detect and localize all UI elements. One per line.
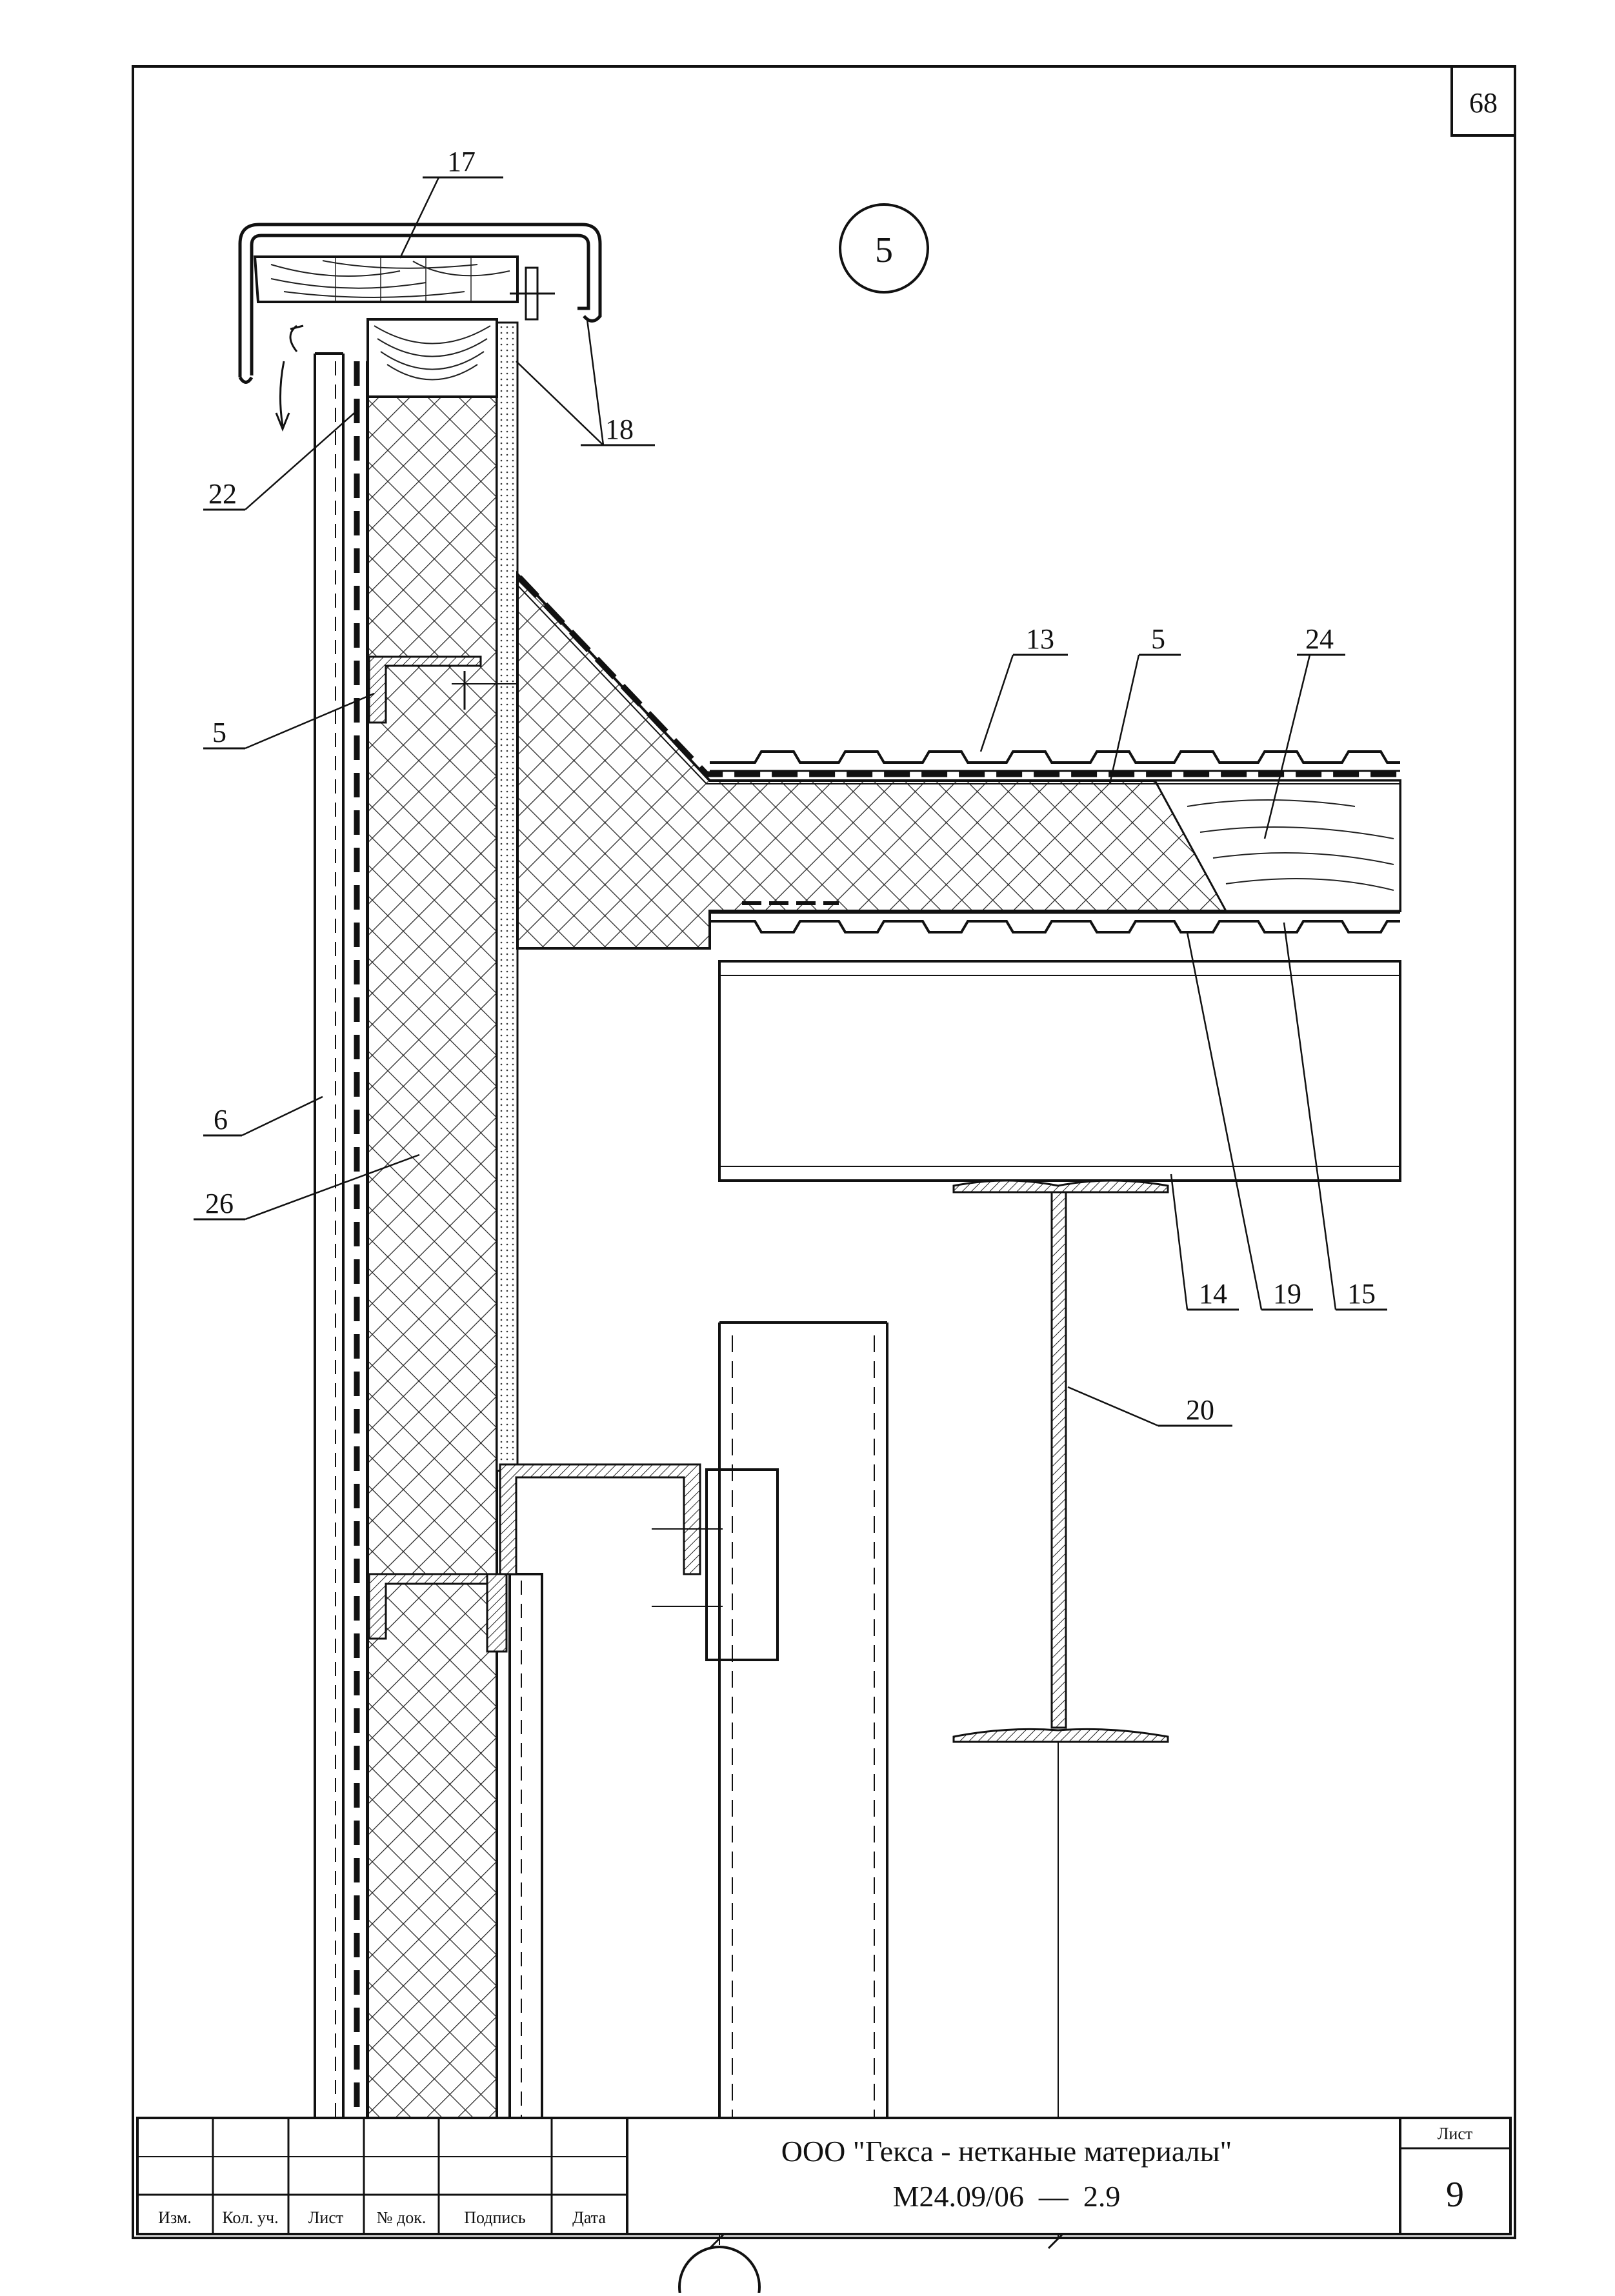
- callout-24: 24: [1263, 623, 1345, 839]
- col-list: Лист: [308, 2208, 343, 2227]
- svg-text:6: 6: [214, 1104, 228, 1135]
- callout-14: 14: [1170, 1173, 1239, 1311]
- page-number-box: 68: [1450, 65, 1516, 137]
- roof-insulation-wedge: [516, 570, 1401, 950]
- upper-corrugated-sheet: [710, 750, 1400, 772]
- outer-cladding-panel: [314, 352, 345, 2122]
- roof-timber-insert: [1153, 779, 1401, 912]
- svg-text:15: 15: [1347, 1278, 1376, 1310]
- detail-marker: 5: [839, 203, 929, 294]
- svg-text:17: 17: [447, 146, 476, 177]
- sheet-label: Лист: [1438, 2124, 1472, 2143]
- windproof-membrane: [354, 361, 367, 2122]
- callout-18: 18: [516, 319, 655, 446]
- ventilation-arrow: [275, 324, 304, 432]
- parapet-timber-block: [366, 318, 498, 398]
- wall-insulation: [366, 392, 498, 2124]
- svg-text:24: 24: [1305, 623, 1334, 655]
- callout-15: 15: [1283, 922, 1387, 1311]
- callout-17: 17: [399, 146, 503, 259]
- svg-text:5: 5: [212, 717, 226, 748]
- document-code: М24.09/06 — 2.9: [893, 2180, 1121, 2213]
- svg-text:5: 5: [1151, 623, 1165, 655]
- svg-text:18: 18: [605, 414, 634, 445]
- column: [718, 1321, 888, 2122]
- col-izm: Изм.: [158, 2208, 192, 2227]
- svg-text:13: 13: [1026, 623, 1054, 655]
- col-doc-number: № док.: [377, 2208, 426, 2227]
- roof-waterproofing-membrane: [516, 575, 1400, 784]
- steel-i-beam: [952, 1179, 1169, 1743]
- parapet-timber-beam: [253, 255, 519, 303]
- detail-marker-label: 5: [875, 230, 893, 270]
- wall-profiles: [368, 655, 516, 1653]
- svg-text:26: 26: [205, 1188, 234, 1219]
- purlin-beam: [718, 960, 1401, 1182]
- callout-6: 6: [203, 1095, 323, 1137]
- company-name: ООО "Гекса - нетканые материалы": [781, 2135, 1232, 2168]
- col-date: Дата: [572, 2208, 606, 2227]
- callout-19: 19: [1186, 932, 1313, 1311]
- sheet-number: 9: [1446, 2175, 1464, 2215]
- inner-wall-panel: [508, 1573, 543, 2124]
- cap-fastener: [510, 266, 555, 321]
- svg-text:19: 19: [1273, 1278, 1301, 1310]
- svg-text:20: 20: [1186, 1394, 1214, 1426]
- callout-13: 13: [979, 623, 1068, 752]
- parapet-cap-flashing: [238, 223, 602, 384]
- svg-text:14: 14: [1199, 1278, 1227, 1310]
- col-signature: Подпись: [464, 2208, 526, 2227]
- title-block: Изм. Кол. уч. Лист № док. Подпись Дата О…: [136, 2117, 1512, 2235]
- callout-26: 26: [194, 1153, 420, 1221]
- callout-20: 20: [1067, 1386, 1232, 1427]
- inner-sealant-layer: [496, 321, 519, 1472]
- callout-5-wall: 5: [203, 692, 375, 750]
- callout-22: 22: [203, 409, 359, 511]
- callout-5-roof: 5: [1108, 623, 1181, 784]
- svg-text:22: 22: [208, 478, 237, 510]
- page-number: 68: [1469, 87, 1498, 119]
- timber-grain: [1187, 799, 1394, 891]
- lower-corrugated-sheet: [710, 901, 1400, 933]
- col-kol-uch: Кол. уч.: [222, 2208, 278, 2227]
